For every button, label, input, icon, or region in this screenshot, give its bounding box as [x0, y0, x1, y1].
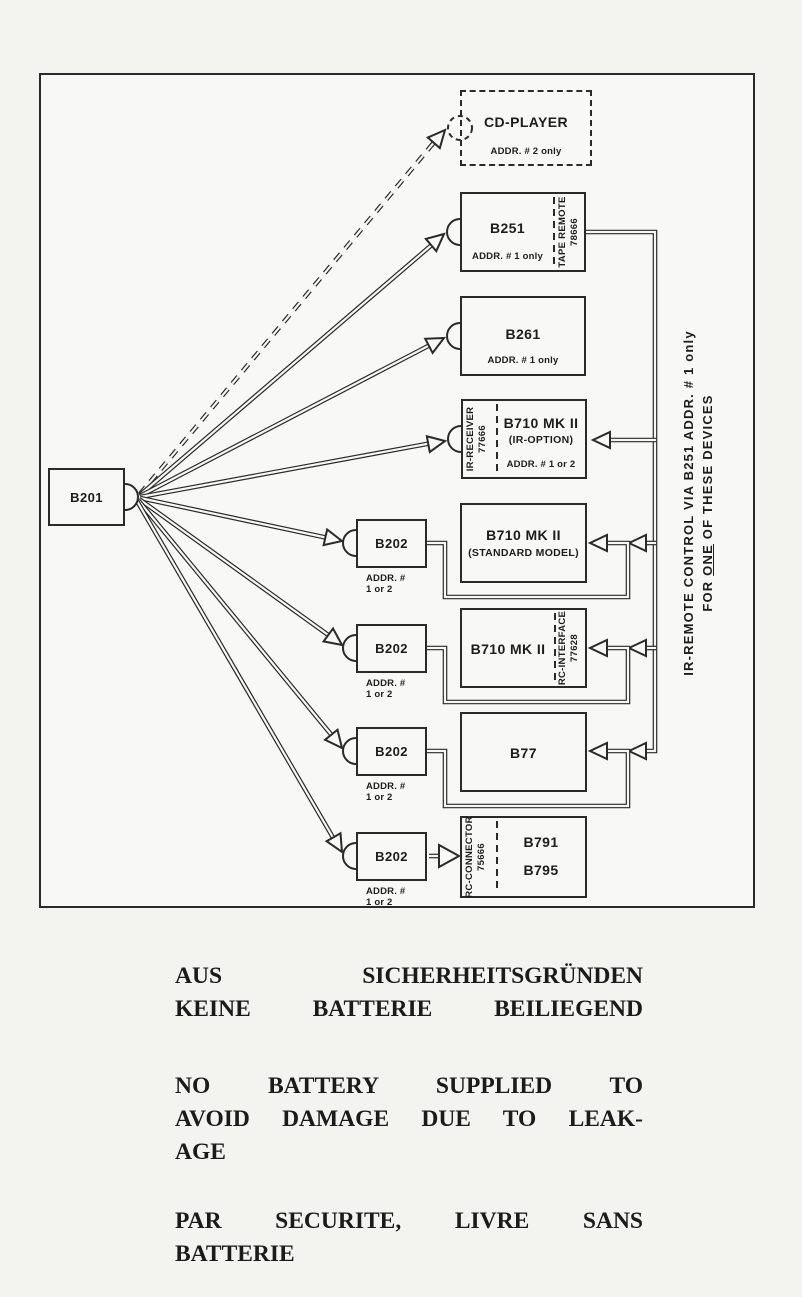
module-label-rc-interface: RC-INTERFACE 77628 [557, 606, 583, 690]
adapter-box-b202-3: B202 [356, 727, 427, 776]
adapter-label: B202 [375, 641, 408, 656]
device-title: B261 [505, 326, 541, 342]
module-label-tape-remote: TAPE REMOTE 78666 [557, 190, 583, 274]
device-box-b251: B251 ADDR. # 1 only [460, 192, 586, 272]
adapter-label: B202 [375, 849, 408, 864]
controller-box-b201: B201 [48, 468, 125, 526]
device-subtitle: (IR-OPTION) [508, 434, 574, 446]
module-label-ir-receiver: IR-RECEIVER 77666 [465, 397, 491, 481]
module-label-rc-connector: RC-CONNECTOR 75666 [464, 815, 490, 899]
device-title: B710 MK II [503, 415, 579, 431]
device-title: B77 [510, 745, 537, 761]
adapter-addr-1: ADDR. # 1 or 2 [366, 573, 406, 595]
module-number: 75666 [476, 843, 487, 871]
module-divider [554, 613, 556, 683]
adapter-box-b202-2: B202 [356, 624, 427, 673]
notice-line: PAR SECURITE, LIVRE SANS [175, 1208, 643, 1234]
module-divider [496, 404, 498, 474]
adapter-label: B202 [375, 536, 408, 551]
device-addr: ADDR. # 1 only [472, 251, 543, 262]
module-number: 77628 [569, 634, 580, 662]
device-title: B791 [523, 834, 559, 850]
adapter-box-b202-4: B202 [356, 832, 427, 881]
device-addr: ADDR. # 1 or 2 [506, 459, 576, 470]
module-divider [496, 821, 498, 893]
notice-german: AUS SICHERHEITSGRÜNDEN KEINE BATTERIE BE… [175, 960, 643, 1026]
device-box-b791-b795: B791 B795 [460, 816, 587, 898]
device-title: CD-PLAYER [484, 114, 568, 130]
notice-line: BATTERIE [175, 1241, 295, 1267]
device-box-b77: B77 [460, 712, 587, 792]
module-divider [553, 197, 555, 267]
device-title: B710 MK II [486, 527, 561, 543]
device-title-2: B795 [523, 862, 559, 878]
controller-label: B201 [70, 490, 103, 505]
notice-line: AGE [175, 1139, 226, 1165]
module-title: RC-CONNECTOR [464, 816, 475, 898]
side-note: IR-REMOTE CONTROL VIA B251 ADDR. # 1 onl… [679, 263, 719, 743]
side-note-line2: FOR ONE OF THESE DEVICES [700, 394, 715, 612]
device-box-b710-standard: B710 MK II (STANDARD MODEL) [460, 503, 587, 583]
module-title: IR-RECEIVER [465, 406, 476, 472]
adapter-label: B202 [375, 744, 408, 759]
module-title: TAPE REMOTE [557, 196, 568, 268]
device-title: B251 [489, 220, 526, 236]
device-box-b710-ir-option: B710 MK II (IR-OPTION) ADDR. # 1 or 2 [461, 399, 587, 479]
adapter-addr-2: ADDR. # 1 or 2 [366, 678, 406, 700]
device-addr: ADDR. # 2 only [490, 146, 562, 157]
device-addr: ADDR. # 1 only [487, 355, 559, 366]
notice-line: NO BATTERY SUPPLIED TO [175, 1073, 643, 1099]
device-subtitle: (STANDARD MODEL) [468, 547, 579, 559]
notice-line: AUS SICHERHEITSGRÜNDEN [175, 963, 643, 989]
underlined-word: ONE [700, 544, 715, 576]
adapter-addr-3: ADDR. # 1 or 2 [366, 781, 406, 803]
module-title: RC-INTERFACE [557, 610, 568, 686]
adapter-box-b202-1: B202 [356, 519, 427, 568]
module-number: 78666 [569, 218, 580, 246]
module-number: 77666 [477, 425, 488, 453]
side-note-line1: IR-REMOTE CONTROL VIA B251 ADDR. # 1 onl… [681, 330, 696, 676]
notice-french: PAR SECURITE, LIVRE SANS BATTERIE [175, 1205, 643, 1271]
notice-line: KEINE BATTERIE BEILIEGEND [175, 996, 643, 1022]
notice-english: NO BATTERY SUPPLIED TO AVOID DAMAGE DUE … [175, 1070, 643, 1169]
device-box-b261: B261 ADDR. # 1 only [460, 296, 586, 376]
device-box-cd-player: CD-PLAYER ADDR. # 2 only [460, 90, 592, 166]
adapter-addr-4: ADDR. # 1 or 2 [366, 886, 406, 908]
notice-line: AVOID DAMAGE DUE TO LEAK- [175, 1106, 643, 1132]
device-title: B710 MK II [470, 641, 546, 657]
